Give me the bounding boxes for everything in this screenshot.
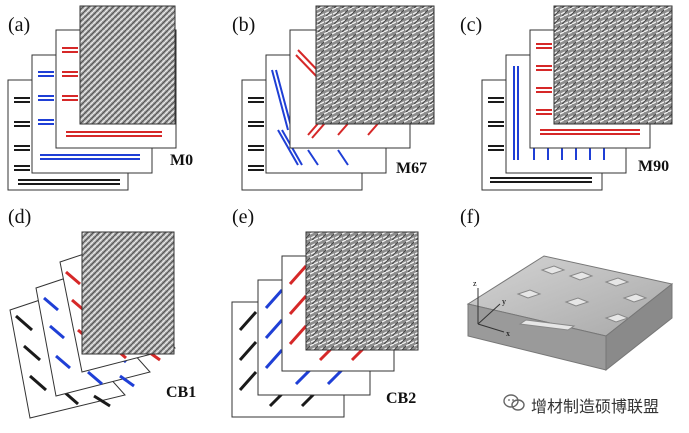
scan-strategy-diagram-cb1 <box>9 231 176 419</box>
scan-strategy-diagram-cb2 <box>231 231 419 418</box>
watermark: 增材制造硕博联盟 <box>503 393 659 417</box>
panel-caption: M0 <box>170 152 194 169</box>
surface-micrograph <box>315 5 435 125</box>
panel-label: (e) <box>232 206 255 228</box>
panel-a: (a) <box>0 0 220 200</box>
axis-x-label: x <box>506 329 510 338</box>
panel-c: (c) M90 <box>456 0 676 200</box>
panel-caption: M90 <box>638 158 670 175</box>
scan-strategy-diagram-m0 <box>7 5 177 191</box>
axis-z-label: z <box>473 279 477 288</box>
scan-strategy-diagram-m67 <box>241 5 435 191</box>
panel-f: (f) z y x <box>456 200 676 400</box>
panel-label: (c) <box>460 14 483 36</box>
build-plate-render: z y x <box>466 255 674 372</box>
panel-caption: M67 <box>396 160 428 177</box>
surface-micrograph <box>553 5 673 125</box>
panel-label: (f) <box>460 206 480 228</box>
watermark-text: 增材制造硕博联盟 <box>531 397 660 416</box>
panel-caption: CB1 <box>166 384 197 401</box>
scan-strategy-diagram-m90 <box>481 5 673 191</box>
panel-label: (b) <box>232 14 256 36</box>
panel-label: (d) <box>8 206 32 228</box>
surface-micrograph <box>79 5 176 125</box>
panel-b: (b) M67 <box>228 0 448 200</box>
axis-y-label: y <box>502 297 506 306</box>
surface-micrograph <box>81 231 175 355</box>
panel-e: (e) CB2 <box>222 200 442 418</box>
panel-d: (d) CB1 <box>0 200 220 419</box>
wechat-icon <box>503 394 525 416</box>
panel-caption: CB2 <box>386 390 417 407</box>
panel-label: (a) <box>8 14 31 36</box>
surface-micrograph <box>305 231 419 351</box>
